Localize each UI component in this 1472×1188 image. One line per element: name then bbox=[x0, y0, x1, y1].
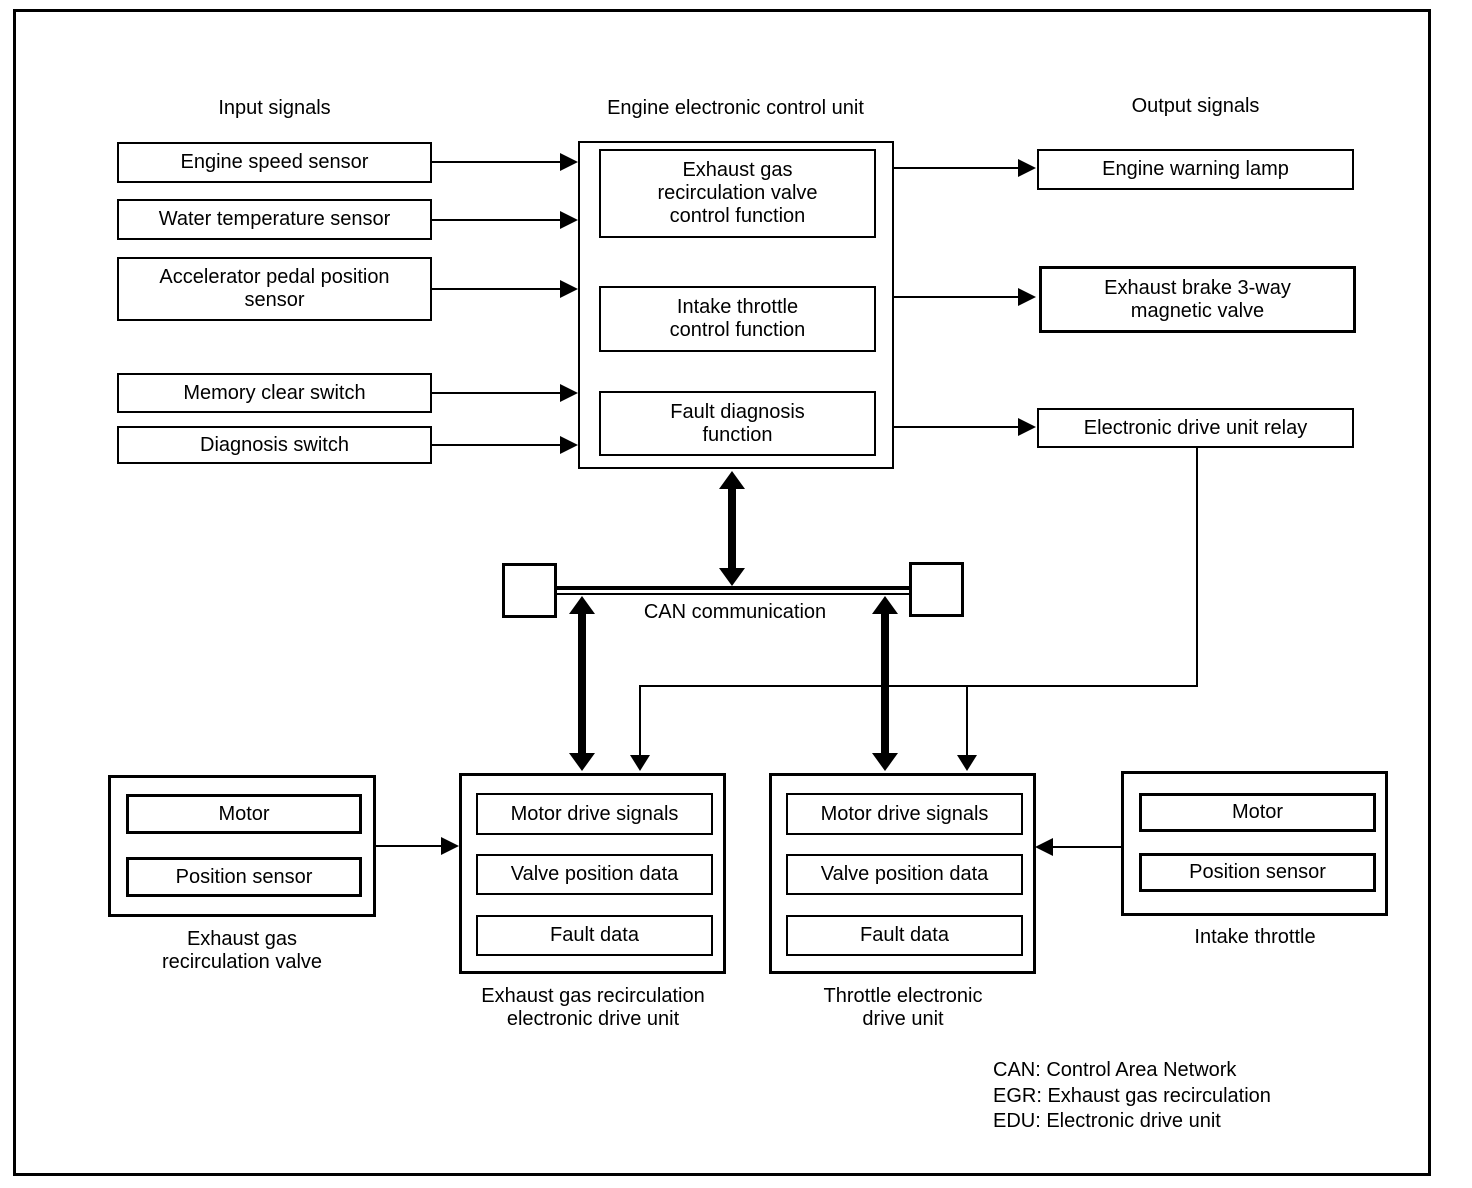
egr-edu-motor-drive-signals-box: Motor drive signals bbox=[476, 793, 713, 835]
arrow-diagnosis-line bbox=[432, 444, 562, 446]
input-signals-title: Input signals bbox=[218, 97, 331, 119]
ecu-function-fault-diagnosis: Fault diagnosis function bbox=[599, 391, 876, 456]
arrow-water-temp-head-icon bbox=[560, 211, 578, 229]
arrow-exhaust-brake-head-icon bbox=[1018, 288, 1036, 306]
input-box-diagnosis-switch: Diagnosis switch bbox=[117, 426, 432, 464]
arrow-accel-pedal-line bbox=[432, 288, 562, 290]
egr-edu-caption: Exhaust gas recirculation electronic dri… bbox=[481, 985, 705, 1030]
intake-throttle-motor-box: Motor bbox=[1139, 793, 1376, 832]
arrow-accel-pedal-head-icon bbox=[560, 280, 578, 298]
can-throttle-edu-arrow-down-head-icon bbox=[872, 753, 898, 771]
egr-edu-fault-data-box: Fault data bbox=[476, 915, 713, 956]
can-terminator-left bbox=[502, 563, 557, 618]
output-box-exhaust-brake-valve: Exhaust brake 3-way magnetic valve bbox=[1039, 266, 1356, 333]
relay-branch-left-head-icon bbox=[630, 755, 650, 771]
throttle-edu-fault-data-box: Fault data bbox=[786, 915, 1023, 956]
arrow-intake-throttle-to-edu-line bbox=[1051, 846, 1121, 848]
output-box-engine-warning-lamp: Engine warning lamp bbox=[1037, 149, 1354, 190]
ecu-function-egr-valve-control: Exhaust gas recirculation valve control … bbox=[599, 149, 876, 238]
egr-valve-motor-box: Motor bbox=[126, 794, 362, 834]
throttle-edu-valve-position-data-box: Valve position data bbox=[786, 854, 1023, 895]
relay-branch-right-vline bbox=[966, 685, 968, 757]
arrow-edu-relay-line bbox=[894, 426, 1020, 428]
can-terminator-right bbox=[909, 562, 964, 617]
relay-branch-hline bbox=[639, 685, 1198, 687]
ecu-can-arrow-shaft bbox=[728, 487, 736, 571]
arrow-engine-speed-head-icon bbox=[560, 153, 578, 171]
input-box-memory-clear-switch: Memory clear switch bbox=[117, 373, 432, 413]
ecu-can-arrow-up-head-icon bbox=[719, 471, 745, 489]
legend-can: CAN: Control Area Network bbox=[993, 1059, 1237, 1081]
intake-throttle-caption: Intake throttle bbox=[1194, 926, 1316, 948]
can-throttle-edu-arrow-shaft bbox=[881, 611, 889, 757]
can-egr-edu-arrow-down-head-icon bbox=[569, 753, 595, 771]
ecu-title: Engine electronic control unit bbox=[607, 97, 864, 119]
can-throttle-edu-arrow-up-head-icon bbox=[872, 596, 898, 614]
arrow-edu-relay-head-icon bbox=[1018, 418, 1036, 436]
arrow-egr-valve-to-edu-head-icon bbox=[441, 837, 459, 855]
input-box-engine-speed-sensor: Engine speed sensor bbox=[117, 142, 432, 183]
relay-drop-line bbox=[1196, 448, 1198, 687]
arrow-intake-throttle-to-edu-head-icon bbox=[1035, 838, 1053, 856]
input-box-accelerator-pedal-position-sensor: Accelerator pedal position sensor bbox=[117, 257, 432, 321]
throttle-edu-motor-drive-signals-box: Motor drive signals bbox=[786, 793, 1023, 835]
legend-egr: EGR: Exhaust gas recirculation bbox=[993, 1085, 1271, 1107]
egr-valve-position-sensor-box: Position sensor bbox=[126, 857, 362, 897]
arrow-memory-clear-head-icon bbox=[560, 384, 578, 402]
arrow-warning-lamp-head-icon bbox=[1018, 159, 1036, 177]
throttle-edu-caption: Throttle electronic drive unit bbox=[823, 985, 983, 1030]
input-box-water-temperature-sensor: Water temperature sensor bbox=[117, 199, 432, 240]
arrow-exhaust-brake-line bbox=[894, 296, 1020, 298]
can-communication-label: CAN communication bbox=[643, 601, 827, 623]
relay-branch-right-head-icon bbox=[957, 755, 977, 771]
ecu-function-intake-throttle-control: Intake throttle control function bbox=[599, 286, 876, 352]
arrow-egr-valve-to-edu-line bbox=[376, 845, 443, 847]
output-box-edu-relay: Electronic drive unit relay bbox=[1037, 408, 1354, 448]
relay-branch-left-vline bbox=[639, 685, 641, 757]
arrow-memory-clear-line bbox=[432, 392, 562, 394]
intake-throttle-position-sensor-box: Position sensor bbox=[1139, 853, 1376, 892]
output-signals-title: Output signals bbox=[1131, 95, 1260, 117]
egr-valve-caption: Exhaust gas recirculation valve bbox=[161, 928, 323, 973]
ecu-can-arrow-down-head-icon bbox=[719, 568, 745, 586]
can-bus-line-top bbox=[557, 586, 909, 590]
arrow-diagnosis-head-icon bbox=[560, 436, 578, 454]
arrow-engine-speed-line bbox=[432, 161, 562, 163]
legend-edu: EDU: Electronic drive unit bbox=[993, 1110, 1221, 1132]
can-egr-edu-arrow-up-head-icon bbox=[569, 596, 595, 614]
outer-frame bbox=[13, 9, 1431, 1176]
can-egr-edu-arrow-shaft bbox=[578, 611, 586, 757]
arrow-warning-lamp-line bbox=[894, 167, 1020, 169]
egr-edu-valve-position-data-box: Valve position data bbox=[476, 854, 713, 895]
can-bus-line-bottom bbox=[557, 593, 909, 595]
arrow-water-temp-line bbox=[432, 219, 562, 221]
